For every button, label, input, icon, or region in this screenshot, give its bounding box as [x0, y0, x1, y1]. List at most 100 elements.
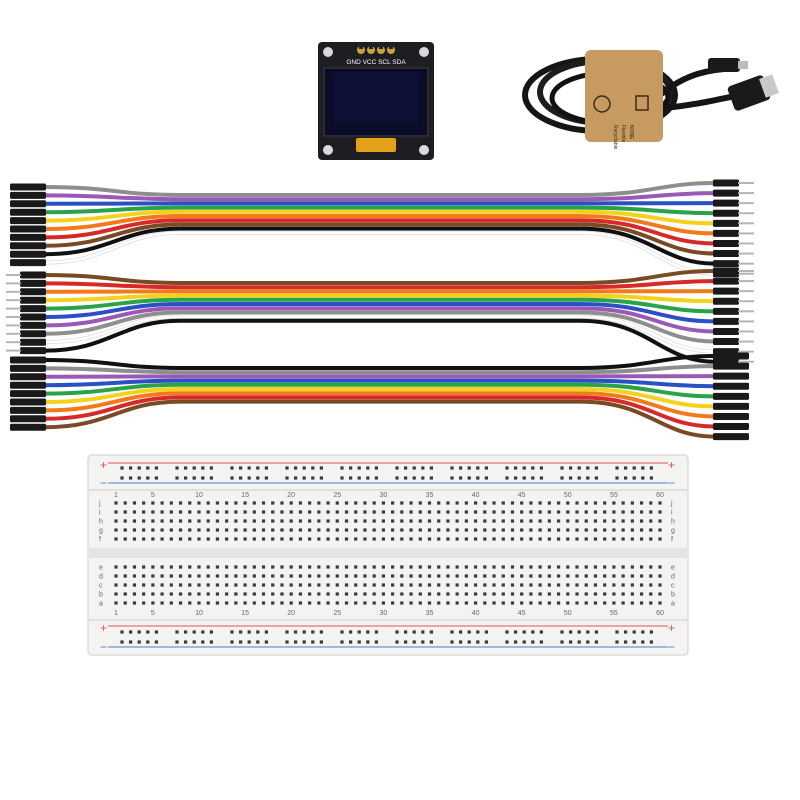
- breadboard-hole: [584, 501, 588, 505]
- breadboard-hole: [154, 640, 158, 644]
- breadboard-hole: [344, 565, 349, 569]
- breadboard-hole: [437, 528, 441, 532]
- breadboard-hole: [473, 565, 478, 569]
- female-connector: [10, 183, 46, 191]
- breadboard-hole: [630, 592, 634, 596]
- breadboard-hole: [510, 583, 515, 587]
- breadboard-hole: [566, 501, 570, 505]
- breadboard-hole: [446, 565, 450, 569]
- breadboard-hole: [372, 565, 376, 569]
- breadboard-hole: [335, 592, 339, 596]
- flex-ribbon: [356, 138, 396, 152]
- breadboard-hole: [354, 510, 358, 514]
- breadboard-hole: [169, 574, 173, 578]
- breadboard-hole: [418, 528, 422, 532]
- jumper-wire: [43, 191, 717, 202]
- breadboard-hole: [142, 601, 146, 605]
- oled-screen-active: [333, 73, 419, 123]
- breadboard-hole: [151, 592, 155, 596]
- breadboard-hole: [188, 601, 192, 605]
- breadboard-hole: [317, 537, 321, 541]
- breadboard-hole: [123, 592, 127, 596]
- breadboard-hole: [381, 574, 385, 578]
- breadboard-hole: [450, 640, 454, 644]
- breadboard-hole: [289, 519, 293, 523]
- breadboard-hole: [501, 583, 505, 587]
- male-pin: [738, 202, 754, 205]
- breadboard-hole: [317, 501, 321, 505]
- female-connector: [10, 398, 46, 406]
- breadboard-hole: [400, 565, 404, 569]
- row-letter: c: [671, 583, 675, 590]
- female-connector: [713, 372, 749, 380]
- row-letter: b: [99, 592, 103, 599]
- breadboard-hole: [357, 466, 361, 470]
- breadboard-hole: [132, 565, 137, 569]
- breadboard-hole: [624, 640, 628, 644]
- breadboard-hole: [400, 592, 404, 596]
- breadboard-hole: [151, 510, 155, 514]
- male-connector: [713, 297, 739, 305]
- breadboard-hole: [160, 528, 164, 532]
- male-pin: [738, 280, 754, 283]
- breadboard-hole: [120, 476, 124, 480]
- breadboard-hole: [264, 466, 268, 470]
- breadboard-hole: [243, 519, 247, 523]
- breadboard-hole: [455, 592, 459, 596]
- female-connector: [10, 406, 46, 414]
- female-connector: [10, 225, 46, 233]
- breadboard-hole: [319, 466, 323, 470]
- breadboard-hole: [201, 476, 205, 480]
- breadboard-hole: [311, 476, 315, 480]
- breadboard-hole: [374, 466, 378, 470]
- breadboard-hole: [209, 476, 213, 480]
- breadboard-hole: [271, 501, 275, 505]
- female-connector: [10, 356, 46, 364]
- female-connector: [713, 362, 749, 370]
- breadboard-hole: [243, 501, 247, 505]
- breadboard-hole: [484, 476, 488, 480]
- breadboard-hole: [192, 630, 196, 634]
- breadboard-hole: [132, 537, 137, 541]
- breadboard-hole: [630, 565, 634, 569]
- breadboard-hole: [188, 574, 192, 578]
- breadboard-hole: [137, 640, 141, 644]
- breadboard-hole: [473, 501, 478, 505]
- mount-hole: [419, 145, 429, 155]
- breadboard-hole: [510, 574, 515, 578]
- breadboard-hole: [437, 574, 441, 578]
- breadboard-hole: [225, 601, 229, 605]
- breadboard-hole: [298, 565, 303, 569]
- female-connector: [10, 250, 46, 258]
- breadboard-hole: [484, 630, 488, 634]
- breadboard-hole: [409, 565, 413, 569]
- breadboard-hole: [483, 510, 487, 514]
- breadboard-hole: [178, 592, 183, 596]
- breadboard-hole: [593, 537, 598, 541]
- breadboard-hole: [418, 537, 422, 541]
- breadboard-hole: [261, 537, 266, 541]
- breadboard-hole: [372, 601, 376, 605]
- breadboard-hole: [354, 574, 358, 578]
- breadboard-hole: [621, 501, 625, 505]
- breadboard-hole: [473, 574, 478, 578]
- breadboard-hole: [326, 565, 330, 569]
- breadboard-hole: [308, 574, 312, 578]
- breadboard-hole: [230, 466, 234, 470]
- male-pin: [738, 300, 754, 303]
- breadboard-hole: [531, 466, 535, 470]
- column-number: 50: [564, 610, 572, 617]
- breadboard-hole: [146, 630, 150, 634]
- rail-minus-label: −: [100, 640, 107, 654]
- column-number: 60: [656, 610, 664, 617]
- breadboard-hole: [556, 537, 561, 541]
- breadboard-hole: [372, 528, 376, 532]
- breadboard-hole: [575, 537, 579, 541]
- breadboard-hole: [160, 510, 164, 514]
- breadboard-hole: [514, 630, 518, 634]
- breadboard-hole: [593, 601, 598, 605]
- mount-hole: [323, 145, 333, 155]
- breadboard-hole: [400, 501, 404, 505]
- breadboard-hole: [280, 510, 284, 514]
- breadboard-hole: [354, 565, 358, 569]
